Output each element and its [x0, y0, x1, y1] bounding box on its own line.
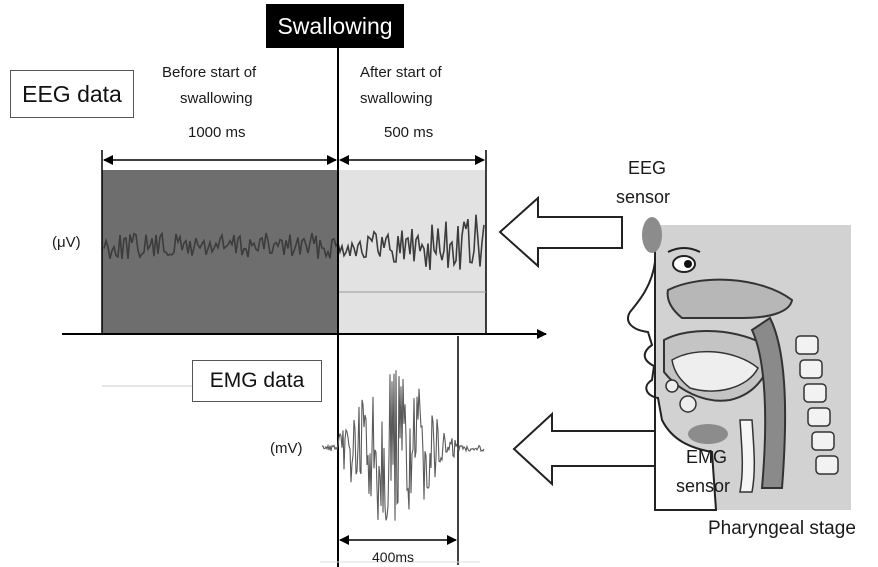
emg-data-label: EMG data	[192, 360, 322, 402]
bolus-small	[665, 379, 679, 393]
emg-sensor-label-line1: EMG	[686, 447, 728, 467]
emg-unit-label: (mV)	[270, 440, 303, 457]
cervical-spine	[795, 335, 839, 475]
eeg-signal-trace	[103, 214, 485, 270]
eyebrow	[667, 247, 701, 253]
before-swallowing-region	[102, 170, 338, 334]
eeg-data-label: EEG data	[10, 70, 134, 118]
eeg-unit-label: (μV)	[52, 234, 81, 251]
face-profile	[627, 225, 718, 511]
tongue	[671, 350, 759, 392]
eeg-sensor-label-line2: sensor	[616, 187, 671, 207]
after-swallowing-region	[338, 170, 486, 334]
before-swallowing-label-line2: swallowing	[180, 90, 253, 107]
emg-duration-label: 400ms	[372, 549, 415, 565]
emg-sensor-label-line2: sensor	[676, 476, 731, 496]
before-swallowing-label-line1: Before start of	[162, 64, 257, 81]
after-swallowing-label-line1: After start of	[360, 64, 442, 81]
eeg-sensor-label-line1: EEG	[628, 158, 667, 178]
pupil	[684, 260, 692, 268]
eeg-sensor-pad	[642, 217, 662, 253]
after-duration-label: 500 ms	[384, 124, 434, 141]
pharyngeal-stage-label: Pharyngeal stage	[708, 518, 856, 539]
emg-sensor-pad	[688, 424, 728, 444]
swallow-bolus	[679, 395, 697, 413]
head-cross-section-illustration	[627, 217, 851, 511]
after-swallowing-label-line2: swallowing	[360, 90, 433, 107]
before-duration-label: 1000 ms	[188, 124, 246, 141]
eeg-sensor-arrow	[498, 195, 623, 269]
emg-signal-trace	[321, 370, 485, 521]
pharynx-tube	[750, 316, 787, 489]
emg-sensor-arrow	[512, 411, 667, 487]
nasal-cavity	[666, 278, 794, 319]
esophagus	[739, 419, 756, 493]
swallowing-title-box: Swallowing	[266, 4, 404, 48]
